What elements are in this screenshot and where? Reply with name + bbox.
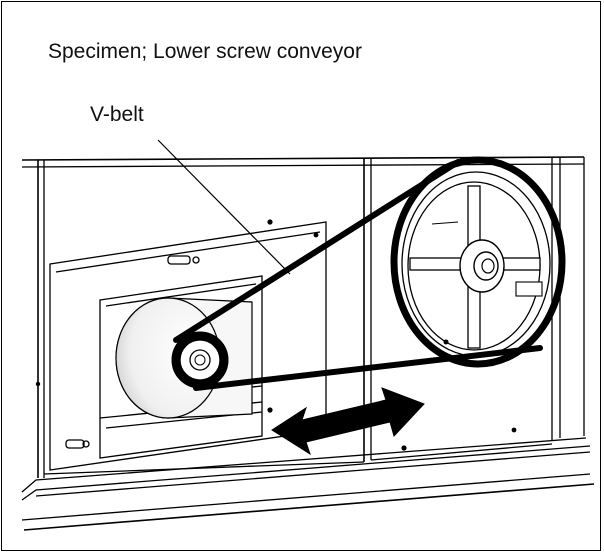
housing-bolts bbox=[35, 219, 517, 451]
v-belt-label: V-belt bbox=[90, 103, 144, 126]
figure-caption: Specimen; Lower screw conveyor bbox=[48, 40, 362, 63]
large-pulley bbox=[390, 156, 566, 368]
small-pulley bbox=[171, 331, 229, 389]
v-belt bbox=[173, 159, 543, 391]
v-belt-leader-line bbox=[157, 139, 291, 275]
adjustment-arrow bbox=[271, 387, 425, 456]
